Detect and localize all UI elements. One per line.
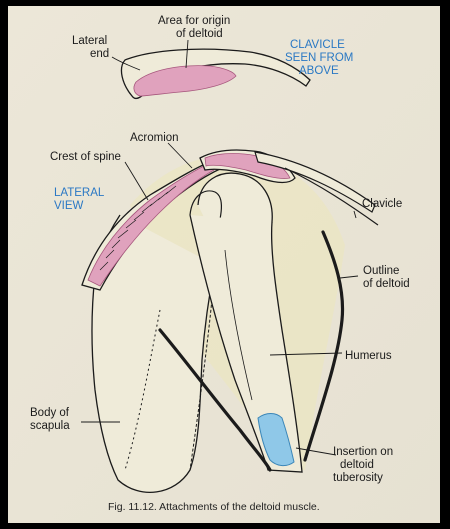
label-area-origin-line1: Area for origin — [158, 15, 230, 27]
figure-caption: Fig. 11.12. Attachments of the deltoid m… — [108, 501, 320, 513]
label-outline-deltoid-line1: Outline — [363, 265, 399, 277]
label-clavicle-above-line2: SEEN FROM — [285, 52, 353, 64]
label-body-scapula-line2: scapula — [30, 420, 70, 432]
label-humerus: Humerus — [345, 350, 392, 362]
label-insertion-line1: Insertion on — [333, 446, 393, 458]
label-outline-deltoid-line2: of deltoid — [363, 278, 410, 290]
label-clavicle: Clavicle — [362, 198, 402, 210]
label-insertion-line2: deltoid — [340, 459, 374, 471]
label-lateral-end-line1: Lateral — [72, 35, 107, 47]
label-clavicle-above-line1: CLAVICLE — [290, 39, 345, 51]
label-area-origin-line2: of deltoid — [176, 28, 223, 40]
label-clavicle-above-line3: ABOVE — [299, 65, 339, 77]
label-lateral-view-line1: LATERAL — [54, 187, 105, 199]
label-lateral-end-line2: end — [90, 48, 109, 60]
label-lateral-view-line2: VIEW — [54, 200, 84, 212]
label-insertion-line3: tuberosity — [333, 472, 383, 484]
label-crest-of-spine: Crest of spine — [50, 151, 121, 163]
label-body-scapula-line1: Body of — [30, 407, 70, 419]
label-acromion: Acromion — [130, 132, 179, 144]
